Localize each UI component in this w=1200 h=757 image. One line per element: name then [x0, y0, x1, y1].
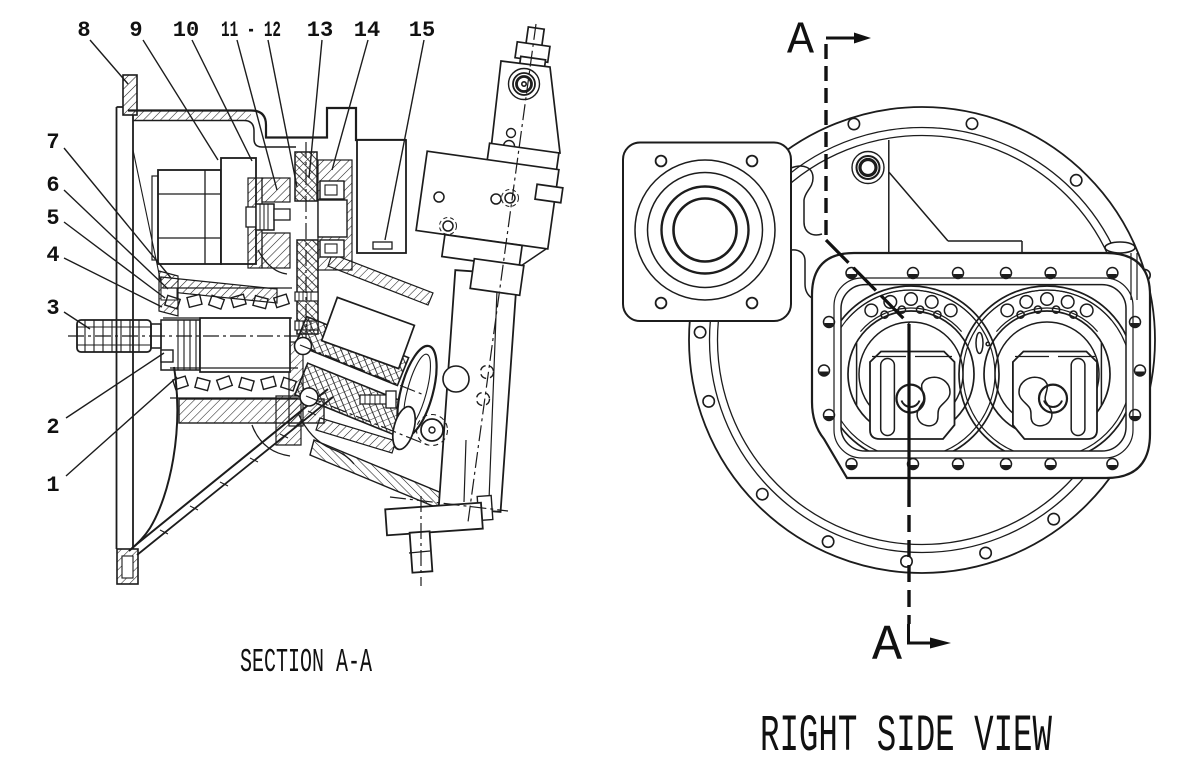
svg-text:3: 3 — [46, 296, 59, 321]
svg-text:7: 7 — [46, 130, 59, 155]
svg-text:6: 6 — [46, 173, 59, 198]
svg-text:11 - 12: 11 - 12 — [221, 18, 281, 43]
svg-text:SECTION A-A: SECTION A-A — [240, 643, 373, 681]
svg-text:A: A — [872, 618, 902, 675]
svg-text:9: 9 — [129, 18, 142, 43]
svg-text:15: 15 — [409, 18, 435, 43]
svg-text:A: A — [787, 16, 814, 67]
svg-text:8: 8 — [77, 18, 90, 43]
svg-text:1: 1 — [46, 473, 59, 498]
svg-text:14: 14 — [354, 18, 380, 43]
svg-text:2: 2 — [46, 415, 59, 440]
svg-text:10: 10 — [173, 18, 199, 43]
svg-text:5: 5 — [46, 206, 59, 231]
svg-text:13: 13 — [307, 18, 333, 43]
svg-text:4: 4 — [46, 243, 59, 268]
svg-text:RIGHT SIDE VIEW: RIGHT SIDE VIEW — [760, 708, 1052, 757]
